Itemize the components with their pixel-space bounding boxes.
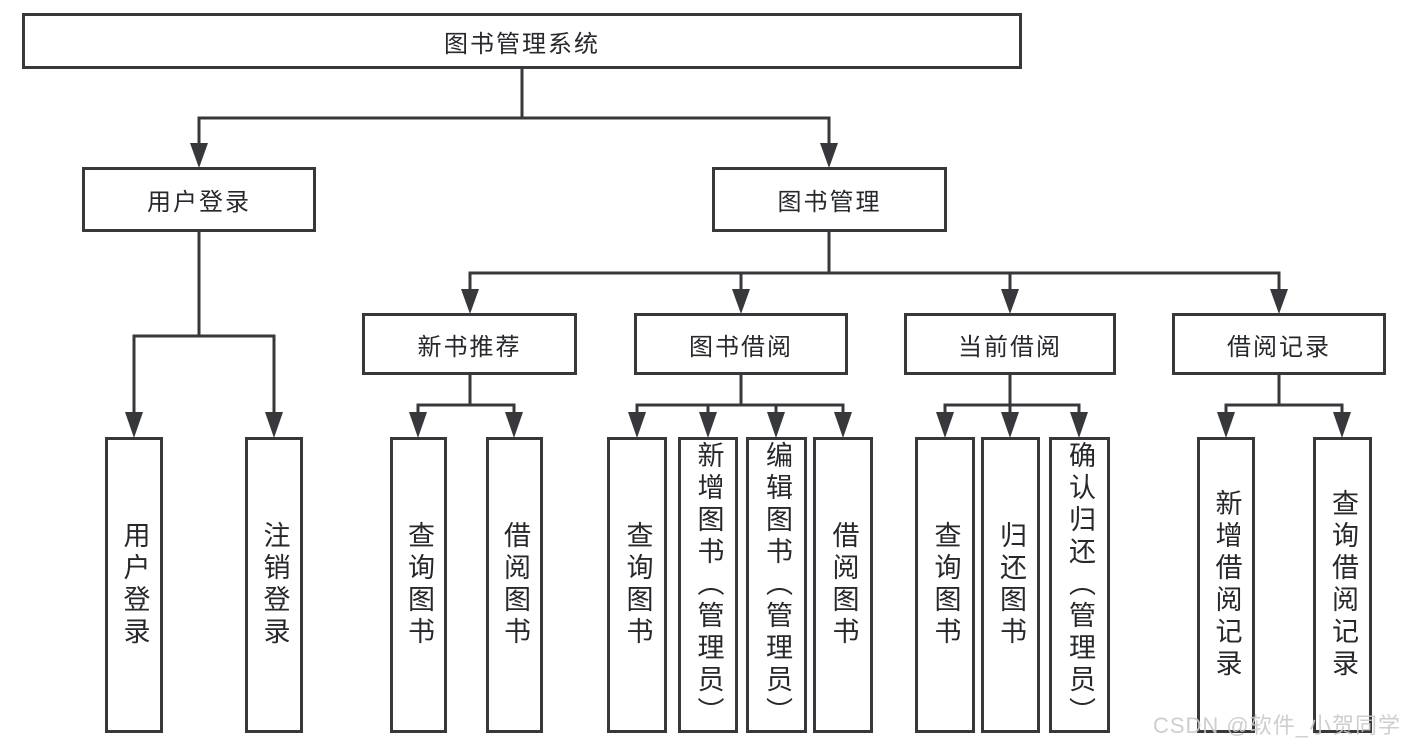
- node-current-borrowing: 当前借阅: [904, 313, 1116, 375]
- leaf-current-return-books: 归还图书: [981, 437, 1040, 733]
- leaf-records-add-record: 新增借阅记录: [1197, 437, 1255, 733]
- leaf-borrowing-borrow-books: 借阅图书: [813, 437, 873, 733]
- leaf-newbooks-query-books: 查询图书: [390, 437, 447, 733]
- leaf-current-confirm-return-admin: 确认归还（管理员）: [1049, 437, 1110, 733]
- node-book-borrowing: 图书借阅: [634, 313, 848, 375]
- leaf-logout: 注销登录: [245, 437, 303, 733]
- arrowheads: [125, 143, 1351, 438]
- node-user-login: 用户登录: [82, 167, 316, 232]
- leaf-current-query-books: 查询图书: [915, 437, 975, 733]
- node-borrowing-records: 借阅记录: [1172, 313, 1386, 375]
- leaf-borrowing-query-books: 查询图书: [607, 437, 667, 733]
- leaf-borrowing-edit-books-admin: 编辑图书（管理员）: [746, 437, 807, 733]
- leaf-records-query-record: 查询借阅记录: [1313, 437, 1372, 733]
- leaf-newbooks-borrow-books: 借阅图书: [486, 437, 543, 733]
- node-root: 图书管理系统: [22, 13, 1022, 69]
- node-new-book-recommendation: 新书推荐: [362, 313, 577, 375]
- leaf-user-login: 用户登录: [105, 437, 163, 733]
- node-book-management: 图书管理: [712, 167, 947, 232]
- csdn-watermark: CSDN @软件_小贺同学: [1152, 713, 1401, 738]
- leaf-borrowing-add-books-admin: 新增图书（管理员）: [678, 437, 738, 733]
